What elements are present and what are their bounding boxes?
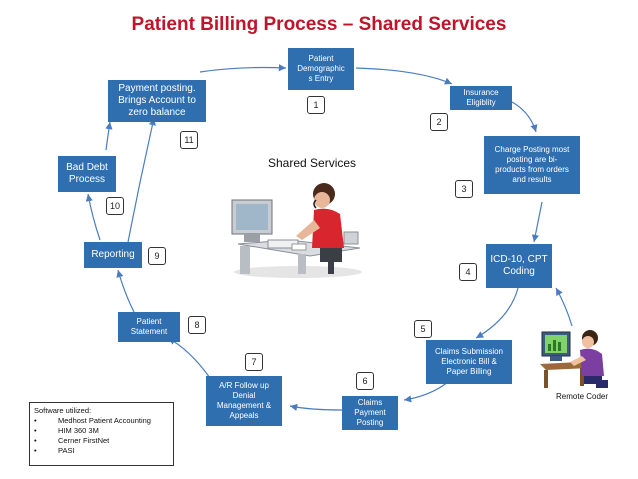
software-item: HIM 360 3M — [34, 426, 169, 436]
arrow-remote-to-4 — [555, 287, 573, 327]
step-number-7: 7 — [245, 353, 263, 371]
arrow-7-to-8 — [167, 337, 211, 379]
software-list: Medhost Patient Accounting HIM 360 3M Ce… — [34, 416, 169, 456]
step-number-6: 6 — [356, 372, 374, 390]
software-item: Medhost Patient Accounting — [34, 416, 169, 426]
software-utilized-box: Software utilized: Medhost Patient Accou… — [29, 402, 174, 466]
arrow-11-to-1 — [199, 64, 287, 73]
arrow-9-to-10 — [85, 193, 101, 241]
step-number-4: 4 — [459, 263, 477, 281]
step-number-5: 5 — [414, 320, 432, 338]
software-item: PASI — [34, 446, 169, 456]
page-title: Patient Billing Process – Shared Service… — [131, 14, 507, 35]
arrow-5-to-6 — [403, 381, 449, 403]
arrow-1-to-2 — [355, 67, 453, 85]
arrow-8-to-9 — [116, 269, 135, 313]
arrow-4-to-5 — [475, 287, 519, 339]
step-number-9: 9 — [148, 247, 166, 265]
shared-services-label: Shared Services — [268, 156, 357, 170]
arrow-10-to-11 — [105, 121, 113, 151]
step-number-2: 2 — [430, 113, 448, 131]
step-number-8: 8 — [188, 316, 206, 334]
step-number-1: 1 — [307, 96, 325, 114]
software-heading: Software utilized: — [34, 406, 92, 415]
arrow-3-to-4 — [531, 201, 543, 243]
step-number-3: 3 — [455, 180, 473, 198]
software-item: Cerner FirstNet — [34, 436, 169, 446]
step-number-10: 10 — [106, 197, 124, 215]
arrow-2-to-3 — [511, 101, 538, 133]
remote-coder-illustration — [540, 330, 608, 388]
arrow-6-to-7 — [289, 403, 343, 411]
step-reporting: Reporting — [84, 242, 142, 268]
arrow-9-to-11 — [127, 117, 156, 243]
remote-coder-label: Remote Coder — [556, 392, 609, 401]
shared-services-illustration — [231, 183, 362, 278]
step-number-11: 11 — [180, 131, 198, 149]
